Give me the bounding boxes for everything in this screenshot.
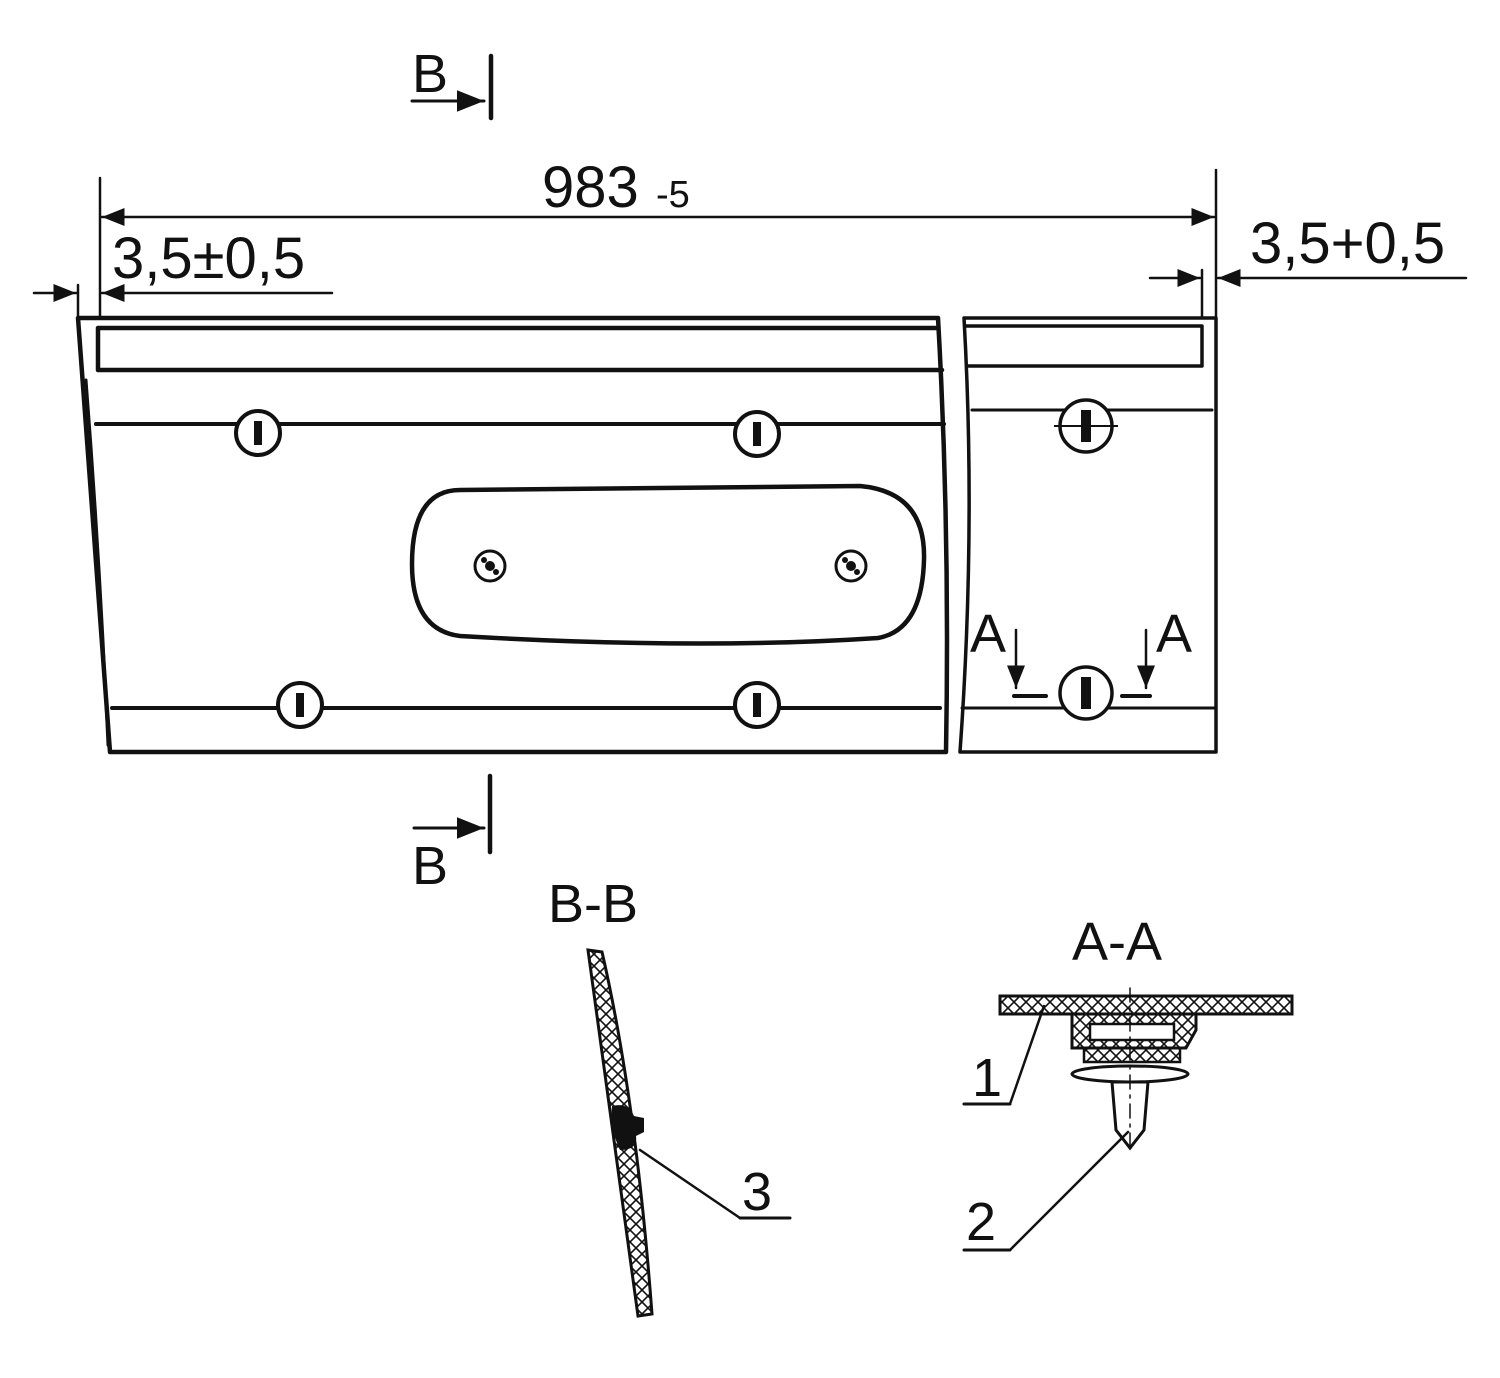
screw-head-right — [834, 549, 868, 583]
section-mark-b-bottom: B — [412, 773, 493, 896]
section-letter-a-left: A — [970, 604, 1006, 664]
overall-dimension: 983 -5 — [98, 155, 1218, 320]
end-top-strip — [964, 324, 1204, 368]
right-offset-value: 3,5+0,5 — [1250, 211, 1445, 276]
panel-end-part — [958, 316, 1218, 754]
panel-outline-right — [958, 316, 1218, 754]
callout-2: 2 — [966, 1192, 996, 1252]
left-offset-value: 3,5±0,5 — [112, 226, 305, 291]
clip-end-lower — [1058, 665, 1114, 721]
section-title-b-b: B-B — [548, 874, 638, 934]
clip-end-upper — [1054, 398, 1118, 454]
overall-length-value: 983 — [542, 155, 639, 220]
section-letter-b-bottom: B — [412, 836, 448, 896]
clip-upper-right — [733, 410, 781, 458]
section-mark-a: A A — [970, 604, 1192, 698]
overall-length-tolerance: -5 — [656, 174, 690, 216]
section-letter-b-top: B — [412, 44, 448, 104]
leader-line-2 — [1008, 1130, 1130, 1252]
panel-edge-fold — [84, 378, 110, 747]
section-a-retainer — [1082, 1046, 1182, 1064]
clip-lower-left — [276, 681, 324, 729]
clip-lower-right — [733, 681, 781, 729]
top-trim-strip — [95, 325, 945, 373]
right-offset-dimension: 3,5+0,5 — [1148, 211, 1468, 320]
callout-1: 1 — [972, 1048, 1002, 1108]
section-letter-a-right: A — [1156, 604, 1192, 664]
section-mark-b-top: B — [410, 44, 494, 121]
armrest-outline — [409, 483, 927, 646]
section-view-a-a: A-A 1 2 — [962, 912, 1294, 1252]
leader-line-3 — [638, 1148, 742, 1220]
leader-line-1 — [1008, 1004, 1046, 1106]
panel-main-part — [75, 315, 950, 755]
section-b-fastener — [611, 1105, 644, 1150]
left-offset-dimension: 3,5±0,5 — [32, 226, 334, 320]
section-title-a-a: A-A — [1072, 912, 1162, 972]
panel-outline-left — [75, 315, 950, 755]
callout-3: 3 — [742, 1162, 772, 1222]
screw-head-left — [473, 549, 507, 583]
section-a-clip-head — [1088, 1022, 1176, 1042]
section-view-b-b: B-B 3 — [548, 874, 792, 1318]
clip-upper-left — [234, 409, 282, 457]
